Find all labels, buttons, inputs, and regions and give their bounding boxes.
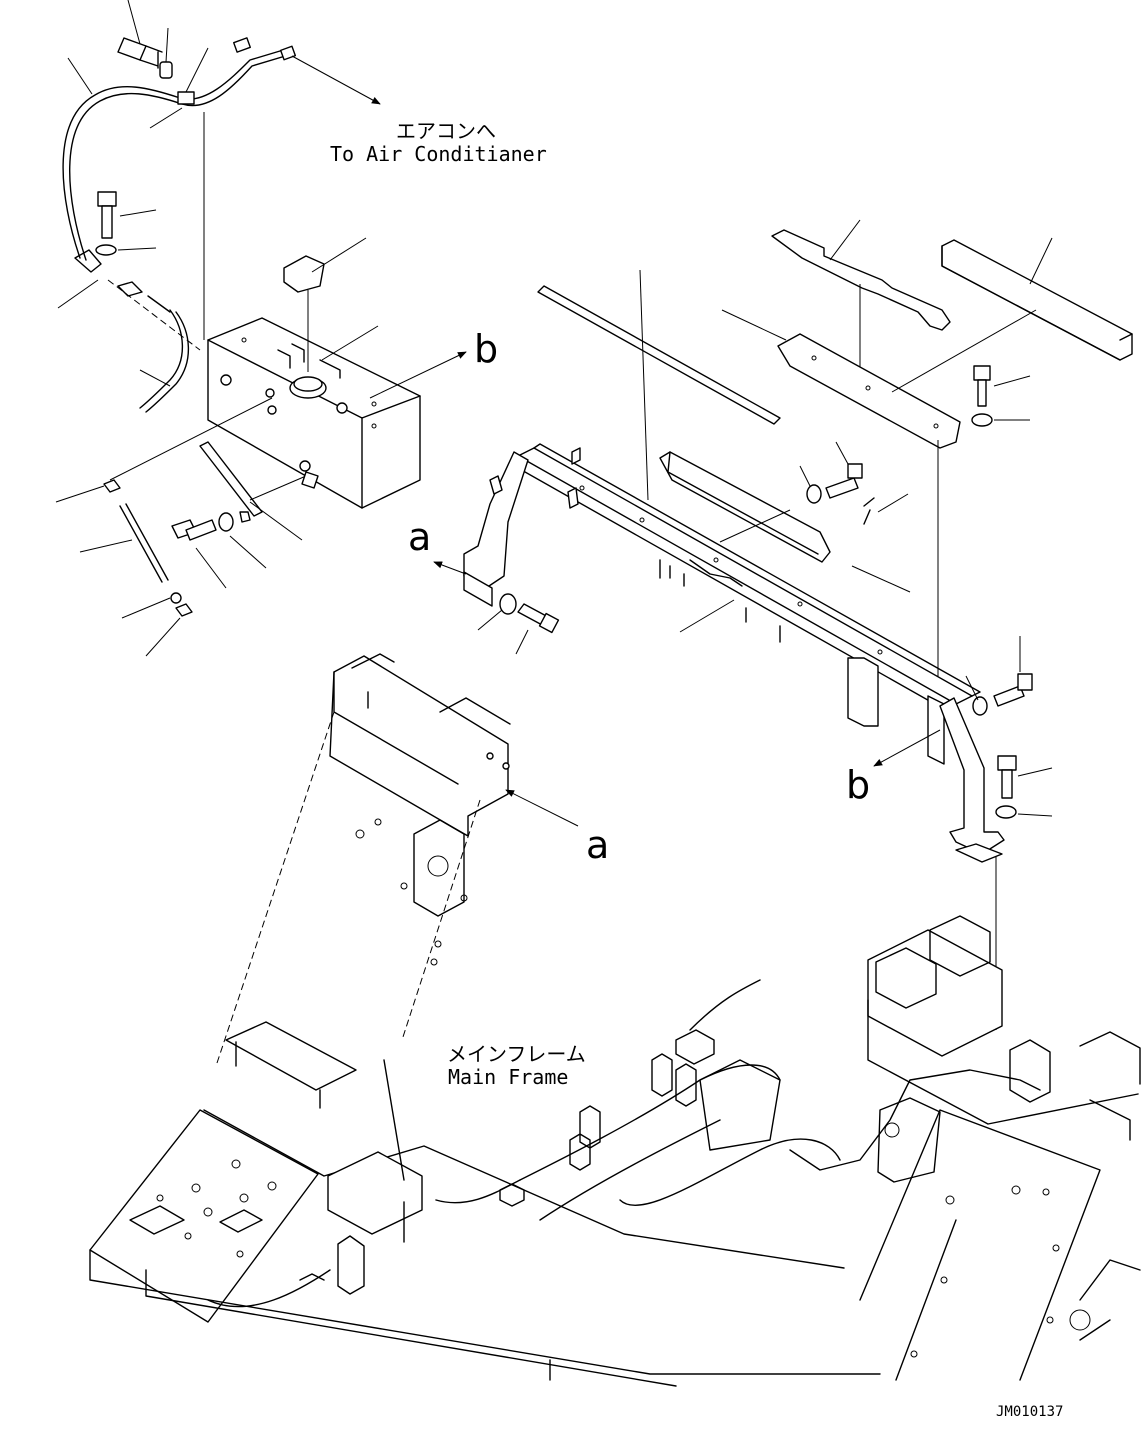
main-frame-label-jp: メインフレーム [447,1042,586,1066]
drawing-code: JM010137 [996,1404,1063,1420]
hose-leader-lines [67,0,381,340]
sponge-block [941,237,1133,361]
beam-hardware [433,441,1053,1030]
reservoir-tank [207,317,421,509]
air-conditioner-label-en: To Air Conditianer [330,142,547,166]
fuel-line [107,279,201,413]
cap-breather [283,237,379,372]
air-conditioner-label-jp: エアコンへ [396,119,496,143]
ref-label-b-tank: b [474,327,498,371]
ref-label-b-beam: b [846,763,870,807]
tank-bracket-hardware [55,397,319,657]
ref-label-a-frame: a [586,823,609,867]
cab-support-beam [463,443,1005,863]
ref-label-a-beam: a [408,515,431,559]
bolt-and-washer-group-1 [57,191,157,309]
bolt-and-washer-group-2 [971,365,1031,427]
angle-bracket [721,309,1037,694]
long-strip [537,269,781,501]
main-frame-label-en: Main Frame [448,1065,568,1089]
air-conditioner-hose [62,37,297,273]
main-frame [89,653,1141,1387]
ref-arrow-b-tank [369,351,467,399]
cover-plate-upper [771,219,951,380]
